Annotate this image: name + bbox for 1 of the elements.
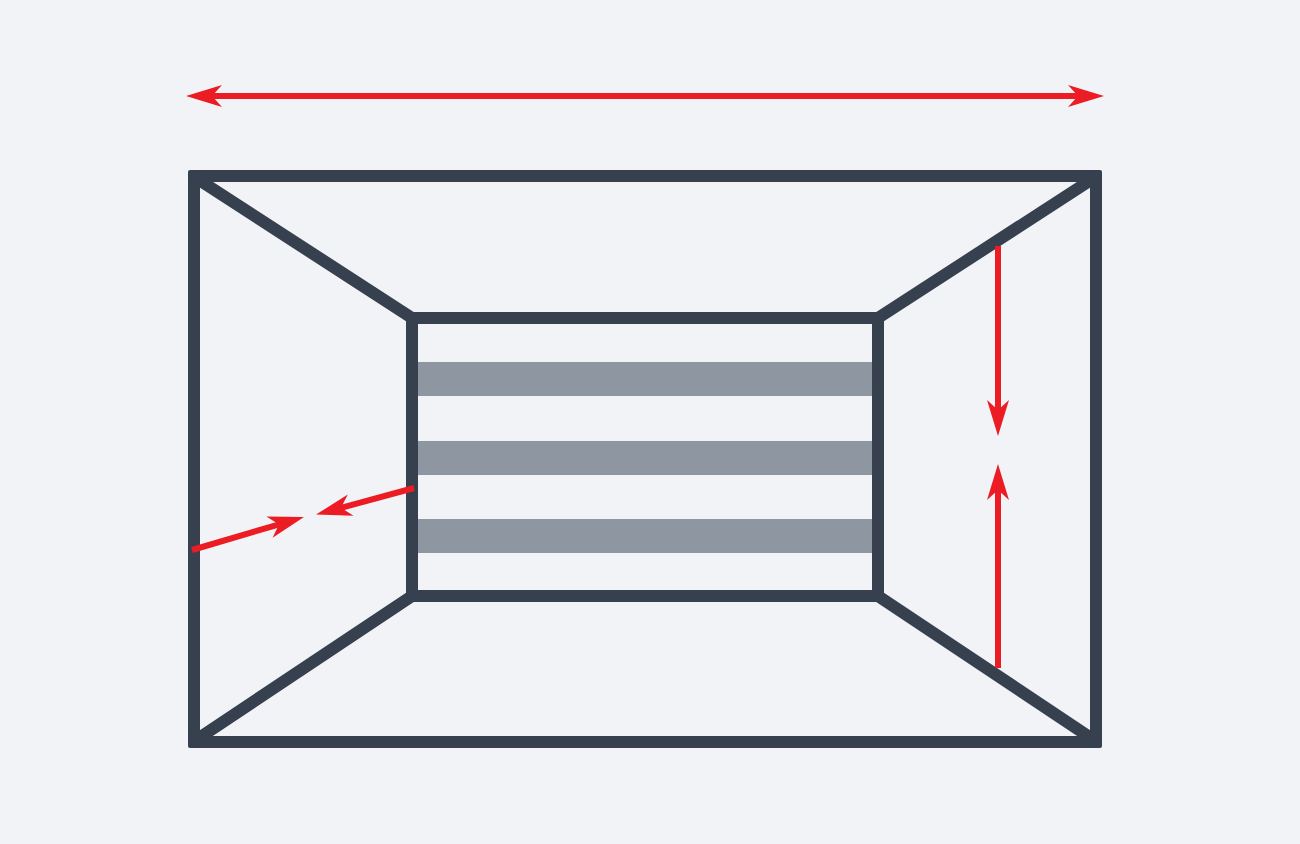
back-wall-frame <box>406 312 884 602</box>
